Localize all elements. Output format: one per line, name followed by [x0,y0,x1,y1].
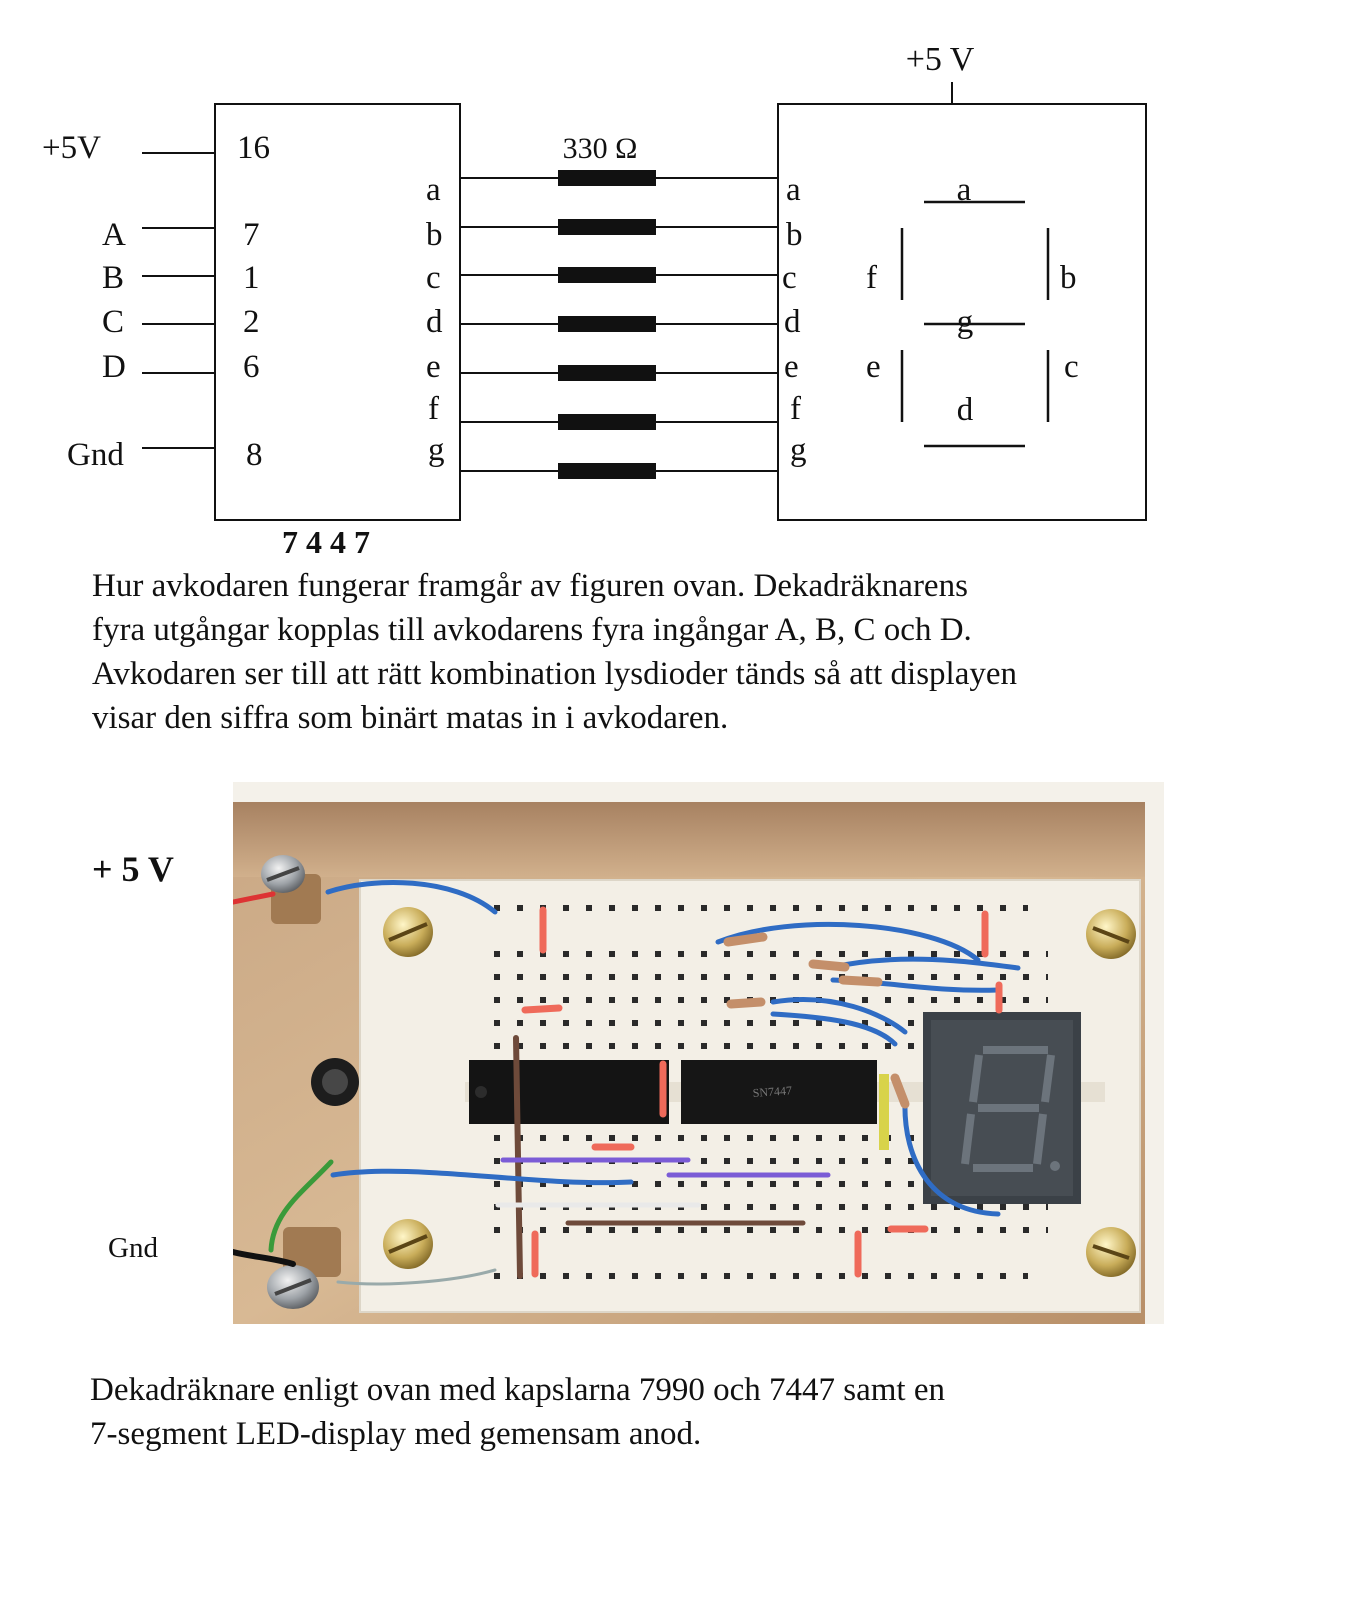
resistors [723,932,910,1109]
photo-caption: Dekadräknare enligt ovan med kapslarna 7… [90,1368,945,1456]
decoder-output-c: c [426,260,441,296]
decoder-output-b: b [426,217,443,253]
segment-label-c: c [1064,349,1079,385]
input-label-a: A [102,217,126,253]
decoder-output-g: g [428,432,445,468]
display-input-a: a [786,172,801,208]
display-input-g: g [790,432,807,468]
decoder-output-e: e [426,349,441,385]
paragraph-line: Hur avkodaren fungerar framgår av figure… [92,568,968,604]
display-input-c: c [782,260,797,296]
display-box [777,103,1147,521]
segment-label-a: a [957,172,972,208]
ic-7447: SN7447 [681,1060,877,1124]
binding-posts [261,855,359,1309]
decoder-output-a: a [426,172,441,208]
input-pin-c: 2 [243,304,260,340]
paragraph-line: visar den siffra som binärt matas in i a… [92,700,729,736]
gnd-label: Gnd [67,437,124,473]
yellow-link [879,1074,889,1150]
display-supply-label: +5 V [906,41,975,78]
decoder-part-label: 7 4 4 7 [282,524,370,560]
segment-label-d: d [957,392,974,428]
display-input-d: d [784,304,801,340]
explanation-paragraph: Hur avkodaren fungerar framgår av figure… [92,564,1017,740]
paragraph-line: fyra utgångar kopplas till avkodarens fy… [92,612,972,648]
caption-line: 7-segment LED-display med gemensam anod. [90,1416,702,1452]
resistor-d [558,316,656,332]
seven-segment-diagram [900,200,1050,448]
decoder-7447-box [214,103,461,521]
paragraph-line: Avkodaren ser till att rätt kombination … [92,656,1018,692]
led-display [923,1012,1081,1204]
display-input-b: b [786,217,803,253]
input-label-d: D [102,349,126,385]
resistor-bank [460,170,778,479]
left-supply-label: +5V [42,130,101,166]
resistor-b [558,219,656,235]
segment-label-g: g [957,304,974,340]
wire-a [460,170,778,186]
resistor-a [558,170,656,186]
resistor-f [558,414,656,430]
svg-text:SN7447: SN7447 [752,1083,792,1100]
input-label-b: B [102,260,124,296]
wire-d [460,316,778,332]
photo-supply-label: + 5 V [92,849,174,889]
decoder-outputs: a b c d e f g [426,172,445,468]
decoder-schematic: +5 V 7 4 4 7 +5V 16 A 7 B 1 C 2 D 6 Gnd … [42,41,1147,560]
input-label-c: C [102,304,124,340]
mounting-screws [383,907,1136,1277]
decoder-inputs: A 7 B 1 C 2 D 6 [102,217,260,385]
caption-line: Dekadräknare enligt ovan med kapslarna 7… [90,1372,945,1408]
display-input-e: e [784,349,799,385]
segment-label-b: b [1060,260,1077,296]
wire-c [460,267,778,283]
segment-label-e: e [866,349,881,385]
resistor-c [558,267,656,283]
decoder-output-d: d [426,304,443,340]
wire-b [460,219,778,235]
ic-7490 [469,1060,669,1124]
input-pin-a: 7 [243,217,260,253]
breadboard-photo: SN7447 [233,782,1164,1324]
jumper-wires [233,880,1021,1286]
input-pin-b: 1 [243,260,260,296]
vcc-pin: 16 [237,130,270,166]
wire-f [460,414,778,430]
display-input-f: f [790,391,801,427]
gnd-pin: 8 [246,437,263,473]
display-inputs: a b c d e f g [782,172,807,468]
resistor-e [558,365,656,381]
decoder-output-f: f [428,391,439,427]
resistor-g [558,463,656,479]
red-links [521,906,1003,1278]
resistor-label: 330 Ω [563,132,638,165]
segment-label-f: f [866,260,877,296]
photo-gnd-label: Gnd [108,1232,158,1264]
wire-e [460,365,778,381]
input-pin-d: 6 [243,349,260,385]
wire-g [460,463,778,479]
